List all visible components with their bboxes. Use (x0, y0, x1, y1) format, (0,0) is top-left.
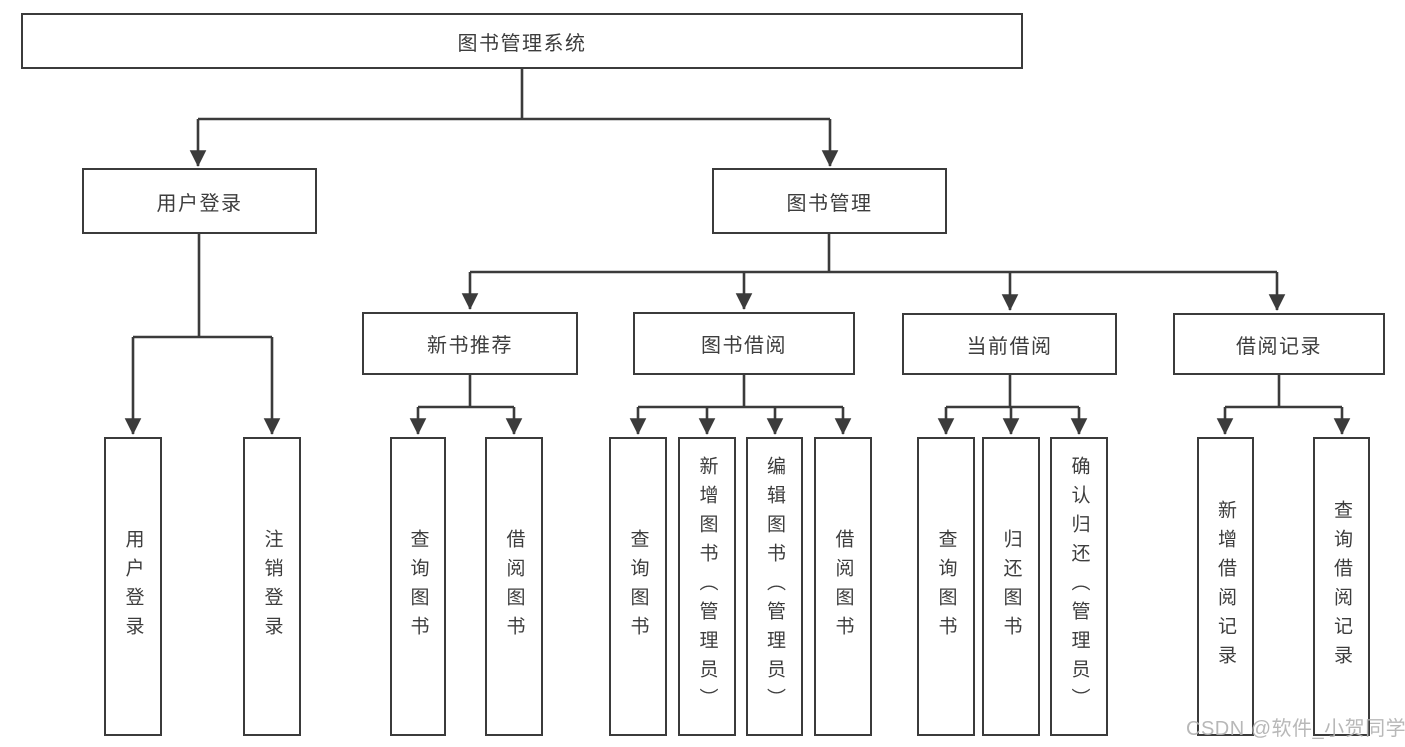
node-label: 查询图书 (935, 528, 957, 645)
edge-group (124, 69, 1351, 435)
node-root-system: 图书管理系统 (21, 13, 1023, 69)
node-label: 借阅记录 (1236, 335, 1322, 358)
node-label: 图书借阅 (701, 335, 787, 357)
leaf-borrow-books-2: 借阅图书 (814, 437, 872, 736)
leaf-logout: 注销登录 (243, 437, 301, 736)
node-label: 编辑图书（管理员） (764, 456, 785, 717)
leaf-query-borrow-record: 查询借阅记录 (1313, 437, 1370, 736)
leaf-user-login: 用户登录 (104, 437, 162, 736)
node-label: 查询图书 (627, 528, 649, 645)
node-new-book-recommend: 新书推荐 (362, 312, 578, 375)
node-label: 图书管理 (786, 192, 873, 215)
leaf-query-books-2: 查询图书 (609, 437, 667, 736)
node-label: 借阅图书 (503, 528, 525, 645)
node-book-management: 图书管理 (712, 168, 947, 234)
node-label: 新增图书（管理员） (696, 456, 718, 717)
node-label: 新书推荐 (427, 335, 513, 357)
leaf-add-books-admin: 新增图书（管理员） (678, 437, 736, 736)
node-label: 查询借阅记录 (1331, 499, 1352, 674)
node-label: 确认归还（管理员） (1068, 456, 1090, 717)
node-label: 用户登录 (122, 528, 144, 645)
node-label: 注销登录 (261, 528, 283, 645)
leaf-borrow-books-1: 借阅图书 (485, 437, 543, 736)
leaf-return-books: 归还图书 (982, 437, 1040, 736)
node-label: 图书管理系统 (457, 32, 587, 55)
csdn-watermark: CSDN @软件_小贺同学 (1186, 718, 1405, 740)
node-label: 查询图书 (407, 528, 429, 645)
node-label: 用户登录 (156, 192, 243, 215)
leaf-query-books-1: 查询图书 (390, 437, 446, 736)
node-label: 归还图书 (1000, 528, 1022, 645)
node-label: 新增借阅记录 (1215, 499, 1236, 674)
node-label: 借阅图书 (832, 528, 854, 645)
node-borrow-records: 借阅记录 (1173, 313, 1385, 375)
leaf-add-borrow-record: 新增借阅记录 (1197, 437, 1254, 736)
leaf-query-books-3: 查询图书 (917, 437, 975, 736)
node-label: 当前借阅 (966, 335, 1053, 358)
leaf-edit-books-admin: 编辑图书（管理员） (746, 437, 803, 736)
node-book-borrowing: 图书借阅 (633, 312, 855, 375)
node-user-login: 用户登录 (82, 168, 317, 234)
node-current-borrowing: 当前借阅 (902, 313, 1117, 375)
leaf-confirm-return-admin: 确认归还（管理员） (1050, 437, 1108, 736)
